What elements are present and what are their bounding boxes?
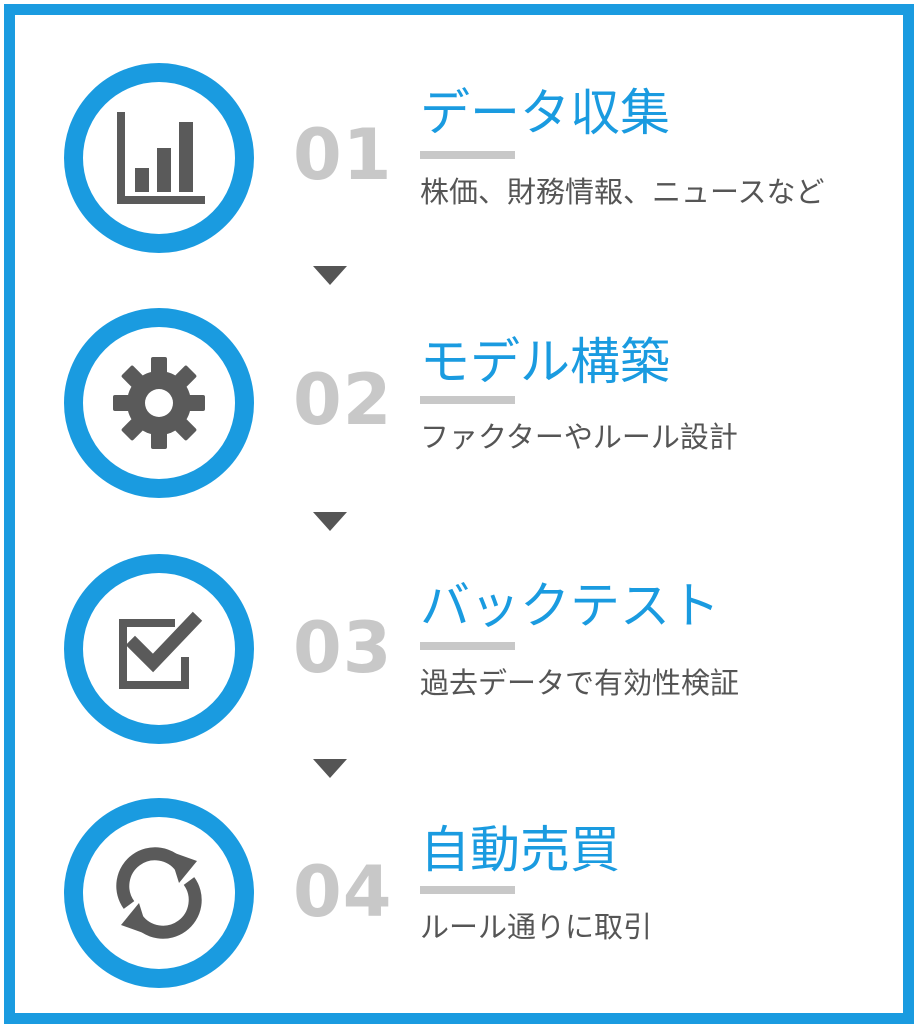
checkbox-icon [119,611,203,689]
step-1-description: 株価、財務情報、ニュースなど [420,175,825,209]
step-1-circle [64,63,254,253]
step-4-title: 自動売買 [420,821,620,879]
step-1-title: データ収集 [420,84,670,142]
down-arrow-icon [313,266,347,285]
step-3-circle [64,554,254,744]
step-2-underline [420,396,515,404]
step-2-title: モデル構築 [420,333,670,391]
step-2-number: 02 [293,359,393,441]
step-1: 01 データ収集 株価、財務情報、ニュースなど [0,55,914,255]
down-arrow-icon [313,512,347,531]
step-4-underline [420,886,515,894]
step-4-number: 04 [293,851,393,933]
step-3: 03 バックテスト 過去データで有効性検証 [0,548,914,748]
step-3-number: 03 [293,607,393,689]
step-4: 04 自動売買 ルール通りに取引 [0,792,914,992]
step-4-circle [64,798,254,988]
step-4-description: ルール通りに取引 [420,910,653,944]
step-2-description: ファクターやルール設計 [420,420,738,454]
step-3-description: 過去データで有効性検証 [420,666,740,700]
step-3-underline [420,642,515,650]
step-3-title: バックテスト [420,577,720,635]
step-1-number: 01 [293,114,393,196]
refresh-icon [116,847,202,939]
bar-chart-icon [117,112,205,204]
gear-icon [113,357,205,449]
step-2-circle [64,308,254,498]
down-arrow-icon [313,759,347,778]
step-1-underline [420,151,515,159]
step-2: 02 モデル構築 ファクターやルール設計 [0,300,914,500]
